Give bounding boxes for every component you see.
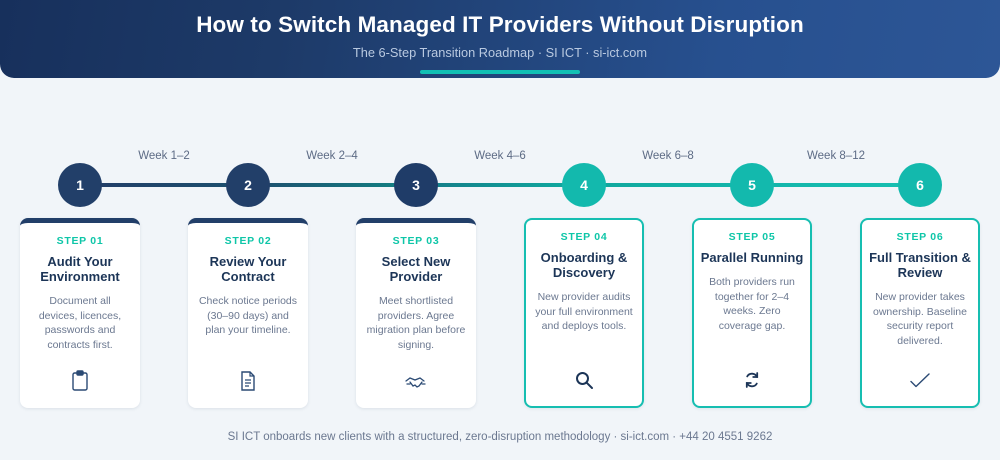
week-label-3: Week 4–6 bbox=[474, 150, 526, 162]
step-card-2-body: Check notice periods (30–90 days) and pl… bbox=[198, 295, 298, 336]
week-label-4: Week 6–8 bbox=[642, 150, 694, 162]
step-card-3[interactable]: STEP 03 Select New Provider Meet shortli… bbox=[356, 218, 476, 408]
refresh-arrows-icon bbox=[694, 370, 810, 390]
timeline: Week 1–2 Week 2–4 Week 4–6 Week 6–8 Week… bbox=[0, 140, 1000, 210]
checkmark-icon bbox=[862, 372, 978, 390]
step-card-1-title: Audit Your Environment bbox=[40, 254, 120, 284]
connector-4-5 bbox=[604, 183, 732, 187]
page-subtitle: The 6-Step Transition Roadmap · SI ICT ·… bbox=[352, 45, 648, 60]
step-card-1-body: Document all devices, licences, password… bbox=[38, 295, 122, 351]
timeline-node-3[interactable]: 3 bbox=[394, 163, 438, 207]
step-card-4-title: Onboarding & Discovery bbox=[540, 250, 628, 280]
clipboard-icon bbox=[20, 370, 140, 392]
week-label-2: Week 2–4 bbox=[306, 150, 358, 162]
connector-1-2 bbox=[100, 183, 228, 187]
step-card-6[interactable]: STEP 06 Full Transition & Review New pro… bbox=[860, 218, 980, 408]
step-card-4[interactable]: STEP 04 Onboarding & Discovery New provi… bbox=[524, 218, 644, 408]
week-label-5: Week 8–12 bbox=[807, 150, 865, 162]
week-label-1: Week 1–2 bbox=[138, 150, 190, 162]
page-title: How to Switch Managed IT Providers Witho… bbox=[196, 12, 804, 37]
step-card-2[interactable]: STEP 02 Review Your Contract Check notic… bbox=[188, 218, 308, 408]
step-card-3-title: Select New Provider bbox=[381, 254, 451, 284]
magnifying-glass-icon bbox=[526, 370, 642, 390]
step-card-6-label: STEP 06 bbox=[896, 231, 944, 243]
footer-note: SI ICT onboards new clients with a struc… bbox=[227, 431, 773, 443]
step-card-5-label: STEP 05 bbox=[728, 231, 776, 243]
step-card-5-title: Parallel Running bbox=[700, 250, 804, 265]
step-cards: STEP 01 Audit Your Environment Document … bbox=[0, 218, 1000, 408]
timeline-node-6[interactable]: 6 bbox=[898, 163, 942, 207]
step-card-3-label: STEP 03 bbox=[392, 235, 440, 247]
step-card-2-label: STEP 02 bbox=[224, 235, 272, 247]
step-card-6-title: Full Transition & Review bbox=[869, 250, 971, 280]
step-card-2-title: Review Your Contract bbox=[209, 254, 287, 284]
contract-document-icon bbox=[188, 370, 308, 392]
timeline-node-1[interactable]: 1 bbox=[58, 163, 102, 207]
timeline-node-4[interactable]: 4 bbox=[562, 163, 606, 207]
step-card-1[interactable]: STEP 01 Audit Your Environment Document … bbox=[20, 218, 140, 408]
connector-2-3 bbox=[268, 183, 396, 187]
header-accent-bar bbox=[420, 70, 580, 74]
timeline-node-2[interactable]: 2 bbox=[226, 163, 270, 207]
page-header: How to Switch Managed IT Providers Witho… bbox=[0, 0, 1000, 78]
step-card-5[interactable]: STEP 05 Parallel Running Both providers … bbox=[692, 218, 812, 408]
step-card-5-body: Both providers run together for 2–4 week… bbox=[709, 276, 795, 332]
step-card-1-label: STEP 01 bbox=[56, 235, 104, 247]
handshake-icon bbox=[356, 374, 476, 392]
connector-3-4 bbox=[436, 183, 564, 187]
connector-5-6 bbox=[772, 183, 900, 187]
step-card-3-body: Meet shortlisted providers. Agree migrat… bbox=[366, 295, 466, 351]
step-card-6-body: New provider takes ownership. Baseline s… bbox=[873, 291, 967, 347]
step-card-4-body: New provider audits your full environmen… bbox=[535, 291, 633, 332]
timeline-node-5[interactable]: 5 bbox=[730, 163, 774, 207]
step-card-4-label: STEP 04 bbox=[560, 231, 608, 243]
